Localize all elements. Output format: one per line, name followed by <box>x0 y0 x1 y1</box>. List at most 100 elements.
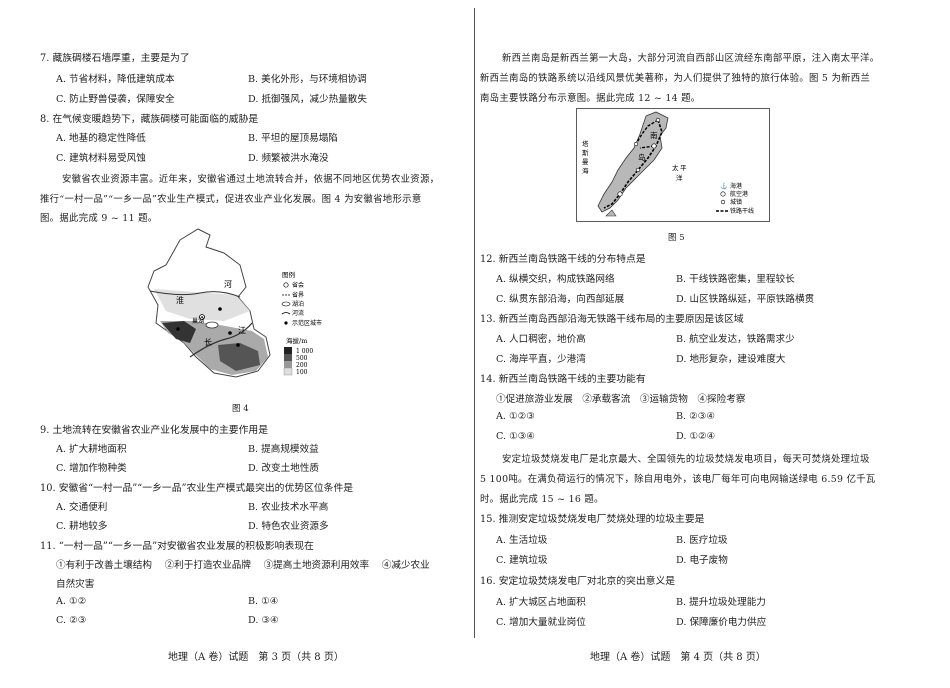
q9-option-c: C. 增加作物种类 <box>56 463 127 474</box>
huai-river <box>149 290 241 298</box>
legend-city: 示范区城市 <box>292 319 322 327</box>
legend-capital-icon <box>283 282 289 288</box>
sea-west-3: 曼 <box>582 158 589 166</box>
elev-swatch-1000 <box>284 347 292 354</box>
elevation-band-low <box>154 289 250 321</box>
dabie-mountain-high <box>162 321 196 343</box>
q10-option-a: A. 交通便利 <box>56 502 108 513</box>
legend-port: 海港 <box>730 182 742 190</box>
q12-option-c: C. 纵贯东部沿海，向西部延展 <box>496 294 625 305</box>
town-marker <box>655 117 661 123</box>
figure-5-caption: 图 5 <box>668 233 685 243</box>
intro-anhui-line3: 图。据此完成 9 ~ 11 题。 <box>40 213 158 224</box>
legend-river-icon <box>281 312 291 315</box>
elev-value-1000: 1 000 <box>296 348 313 355</box>
q14-option-d: D. ①②④ <box>676 431 716 442</box>
chaohu-lake <box>205 321 219 329</box>
elev-swatch-100 <box>283 367 293 376</box>
anhui-terrain-map: 淮 河 长 江 巢湖 图例 省会 省界 湖泊 河流 示范区城市 海拔/m 1 0… <box>147 228 322 378</box>
q11-items-cont: 自然灾害 <box>56 579 95 590</box>
q7-option-c: C. 防止野兽侵袭，保障安全 <box>56 94 175 105</box>
legend-city-icon <box>284 321 288 325</box>
q14-option-b: B. ②③④ <box>676 411 715 422</box>
legend-airport-icon <box>720 191 726 197</box>
q13-option-d: D. 地形复杂，建设难度大 <box>676 354 786 365</box>
elev-swatch-500 <box>284 354 292 361</box>
q16-option-a: A. 扩大城区占地面积 <box>496 597 586 608</box>
intro-nz-line3: 南岛主要铁路分布示意图。据此完成 12 ~ 14 题。 <box>480 93 701 104</box>
town-marker <box>633 141 639 147</box>
sea-west-1: 塔 <box>582 139 589 148</box>
airport-marker <box>617 191 623 197</box>
main-railway-east <box>603 119 663 209</box>
q13-option-b: B. 航空业发达，铁路需求少 <box>676 334 795 345</box>
q8-option-b: B. 平坦的屋顶易塌陷 <box>248 133 338 144</box>
q9-option-a: A. 扩大耕地面积 <box>56 444 127 455</box>
label-chang: 长 <box>204 337 212 347</box>
figure-4-caption: 图 4 <box>232 404 249 414</box>
city-marker <box>176 327 180 331</box>
q11-option-b: B. ①④ <box>248 596 279 607</box>
intro-waste-line3: 时。据此完成 15 ~ 16 题。 <box>480 494 604 505</box>
elev-value-500: 500 <box>296 355 308 362</box>
q12-option-b: B. 干线铁路密集，里程较长 <box>676 274 795 285</box>
airport-marker <box>651 143 657 149</box>
intro-nz-line1: 新西兰南岛是新西兰第一大岛，大部分河流自西部山区流经东南部平原，注入南太平洋。 <box>502 53 880 64</box>
yangtze-river <box>189 322 253 358</box>
q8-option-c: C. 建筑材料易受风蚀 <box>56 153 146 164</box>
q7-stem: 7. 藏族碉楼石墙厚重，主要是为了 <box>40 53 190 64</box>
page-3: 7. 藏族碉楼石墙厚重，主要是为了 A. 节省材料，降低建筑成本 B. 美化外形… <box>0 0 474 688</box>
south-island-shape <box>597 111 669 213</box>
q11-option-d: D. ③④ <box>248 615 279 626</box>
sea-east-3: 洋 <box>676 173 683 182</box>
q8-option-a: A. 地基的稳定性降低 <box>56 133 146 144</box>
legend-capital: 省会 <box>292 281 304 289</box>
q11-option-a: A. ①② <box>56 596 87 607</box>
q15-option-b: B. 医疗垃圾 <box>676 535 728 546</box>
page-footer-4: 地理（A 卷）试题 第 4 页（共 8 页） <box>590 652 766 663</box>
huangshan-mountain-high <box>218 343 260 371</box>
sea-east-2: 平 <box>680 164 687 172</box>
page-4: 新西兰南岛是新西兰第一大岛，大部分河流自西部山区流经东南部平原，注入南太平洋。 … <box>476 0 950 688</box>
stewart-island <box>605 209 617 217</box>
legend-town-icon <box>720 199 726 205</box>
capital-marker-dot <box>201 316 203 318</box>
q12-option-a: A. 纵横交织，构成铁路网络 <box>496 274 615 285</box>
q16-option-c: C. 增加大量就业岗位 <box>496 617 586 628</box>
label-he: 河 <box>224 279 232 289</box>
city-marker <box>236 343 240 347</box>
q14-option-a: A. ①②③ <box>496 411 535 422</box>
q15-option-d: D. 电子废物 <box>676 555 728 566</box>
q7-option-b: B. 美化外形，与环境相协调 <box>248 74 367 85</box>
q14-stem: 14. 新西兰南岛铁路干线的主要功能有 <box>480 374 646 385</box>
q7-option-a: A. 节省材料，降低建筑成本 <box>56 74 175 85</box>
q7-option-d: D. 抵御强风，减少热量散失 <box>248 94 367 105</box>
intro-anhui-line2: 推行“一村一品”“一乡一品”农业生产模式，促进农业产业化发展。图 4 为安徽省地… <box>40 194 422 205</box>
legend-lake: 湖泊 <box>292 300 304 308</box>
legend-railway: 铁路干线 <box>730 207 754 215</box>
q12-stem: 12. 新西兰南岛铁路干线的分布特点是 <box>480 254 646 265</box>
q16-option-d: D. 保障廉价电力供应 <box>676 617 767 628</box>
q13-stem: 13. 新西兰南岛西部沿海无铁路干线布局的主要原因是该区域 <box>480 314 744 325</box>
intro-waste-line1: 安定垃圾焚烧发电厂是北京最大、全国领先的垃圾焚烧发电项目，每天可焚烧处理垃圾 <box>502 454 870 465</box>
q11-option-c: C. ②③ <box>56 615 87 626</box>
q15-option-a: A. 生活垃圾 <box>496 535 548 546</box>
city-marker <box>228 331 232 335</box>
intro-anhui-line1: 安徽省农业资源丰富。近年来，安徽省通过土地流转合并，依据不同地区优势农业资源， <box>62 174 440 185</box>
legend-title: 图例 <box>282 270 295 279</box>
q15-option-c: C. 建筑垃圾 <box>496 555 548 566</box>
q13-option-a: A. 人口稠密，地价高 <box>496 334 586 345</box>
nz-railway-map: 塔 斯 曼 海 太 平 洋 南 岛 ⚓ 海港 航空港 城镇 铁路干线 <box>576 108 770 222</box>
q9-option-d: D. 改变土地性质 <box>248 463 320 474</box>
label-jiang: 江 <box>238 326 246 335</box>
elevation-title: 海拔/m <box>286 336 307 345</box>
q8-option-d: D. 频繁被洪水淹没 <box>248 153 329 164</box>
intro-waste-line2: 5 100吨。在满负荷运行的情况下，除自用电外，该电厂每年可向电网输送绿电 6.… <box>480 474 876 485</box>
elev-swatch-200 <box>284 361 292 368</box>
sea-west-4: 海 <box>582 166 589 175</box>
label-chaohu: 巢湖 <box>192 317 204 325</box>
city-marker <box>218 307 222 311</box>
q9-stem: 9. 土地流转在安徽省农业产业化发展中的主要作用是 <box>40 425 268 436</box>
legend-airport: 航空港 <box>730 190 748 198</box>
legend-lake-icon <box>281 301 291 307</box>
